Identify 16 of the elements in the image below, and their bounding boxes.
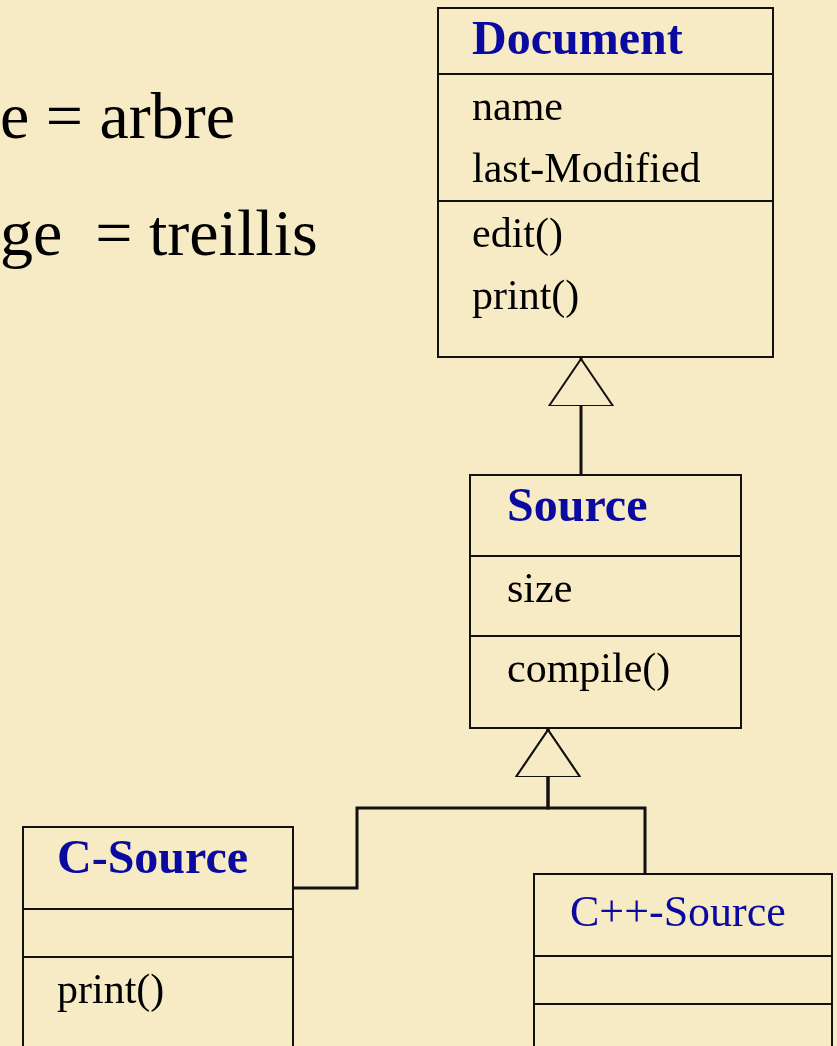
class-box [533, 873, 833, 1046]
class-box [469, 474, 742, 729]
note-text: e = arbre [0, 78, 236, 154]
class-name: Document [472, 10, 683, 66]
note-text: ge = treillis [0, 195, 318, 271]
class-name: C++-Source [570, 886, 786, 938]
member-list: compile() [507, 637, 671, 699]
class-box [437, 7, 774, 358]
inheritance-arrow [548, 358, 614, 474]
inheritance-arrow [515, 729, 647, 873]
class-box [22, 826, 294, 1046]
class-name: Source [507, 477, 648, 533]
member-list: edit() print() [472, 202, 580, 326]
class-name: C-Source [57, 829, 249, 885]
member-list: print() [57, 958, 165, 1020]
member-list: size [507, 557, 573, 619]
